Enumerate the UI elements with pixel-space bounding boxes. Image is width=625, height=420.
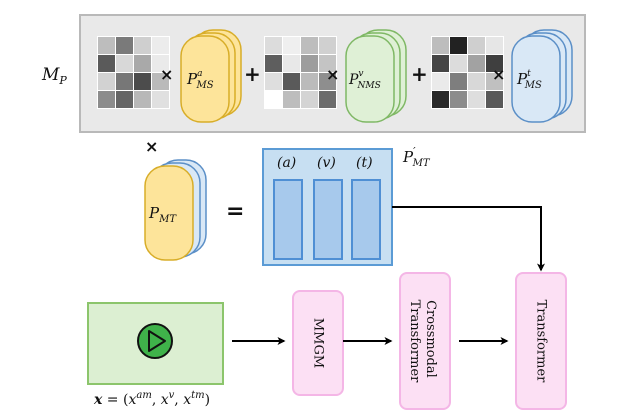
mask-cell [432, 91, 449, 108]
column-visual [313, 179, 343, 260]
mask-cell [283, 37, 300, 54]
mask-cell [486, 91, 503, 108]
mask-cell [432, 55, 449, 72]
mask-cell [98, 91, 115, 108]
mask-grid-1 [97, 36, 170, 109]
arrow-mt-to-transformer [392, 206, 545, 272]
mask-cell [486, 73, 503, 90]
mask-cell [486, 37, 503, 54]
equals-operator: = [226, 199, 244, 224]
prompt-mt-prime-box: (a) (v) (t) [262, 148, 393, 266]
mask-cell [301, 73, 318, 90]
col-label-t: (t) [356, 155, 373, 171]
svg-text:PMT: PMT [148, 204, 177, 225]
input-formula: x = (xam, xv, xtm) [93, 390, 210, 408]
mask-cell [116, 73, 133, 90]
mask-cell [432, 37, 449, 54]
mask-cell [301, 37, 318, 54]
mask-cell [283, 55, 300, 72]
svg-text:Crossmodal Transformer: Crossmodal Transformer [407, 300, 438, 384]
mask-cell [134, 55, 151, 72]
mask-cell [98, 55, 115, 72]
times-operator-3: × [492, 65, 505, 84]
svg-text:Transformer: Transformer [534, 300, 549, 384]
mask-cell [152, 55, 169, 72]
plus-operator-2: + [411, 62, 428, 86]
times-operator-4: × [145, 137, 158, 156]
mask-cell [319, 37, 336, 54]
mask-cell [116, 37, 133, 54]
mask-cell [450, 55, 467, 72]
mask-cell [283, 91, 300, 108]
plus-operator-1: + [244, 62, 261, 86]
mask-cell [152, 37, 169, 54]
mask-cell [319, 91, 336, 108]
svg-text:MMGM: MMGM [311, 318, 326, 368]
mask-cell [450, 73, 467, 90]
mask-cell [98, 73, 115, 90]
mask-cell [134, 73, 151, 90]
mask-grid-3 [431, 36, 504, 109]
times-operator-1: × [160, 65, 173, 84]
input-box [87, 302, 224, 385]
mask-cell [134, 37, 151, 54]
mask-cell [283, 73, 300, 90]
play-icon [137, 323, 173, 359]
mask-cell [468, 91, 485, 108]
column-text [351, 179, 381, 260]
column-audio [273, 179, 303, 260]
times-operator-2: × [326, 65, 339, 84]
mask-cell [265, 37, 282, 54]
mask-cell [265, 73, 282, 90]
mask-cell [319, 55, 336, 72]
mask-cell [319, 73, 336, 90]
p-mt-prime-label: P′MT [402, 145, 431, 169]
mask-cell [152, 73, 169, 90]
mmgm-block: MMGM [292, 290, 344, 396]
mask-cell [468, 37, 485, 54]
mask-grid-2 [264, 36, 337, 109]
mask-cell [134, 91, 151, 108]
prompt-mt: PMT [144, 159, 207, 261]
mask-cell [116, 55, 133, 72]
mask-cell [468, 73, 485, 90]
mask-cell [486, 55, 503, 72]
col-label-v: (v) [317, 155, 336, 171]
mask-cell [152, 91, 169, 108]
mask-cell [98, 37, 115, 54]
mask-cell [116, 91, 133, 108]
mask-cell [450, 91, 467, 108]
transformer-block: Transformer [515, 272, 567, 410]
col-label-a: (a) [277, 155, 296, 171]
mask-cell [265, 91, 282, 108]
mask-cell [265, 55, 282, 72]
crossmodal-transformer-block: Crossmodal Transformer [399, 272, 451, 410]
mask-cell [301, 55, 318, 72]
m-p-label: MP [41, 65, 67, 87]
mask-cell [301, 91, 318, 108]
mask-cell [468, 55, 485, 72]
mask-cell [432, 73, 449, 90]
mask-cell [450, 37, 467, 54]
